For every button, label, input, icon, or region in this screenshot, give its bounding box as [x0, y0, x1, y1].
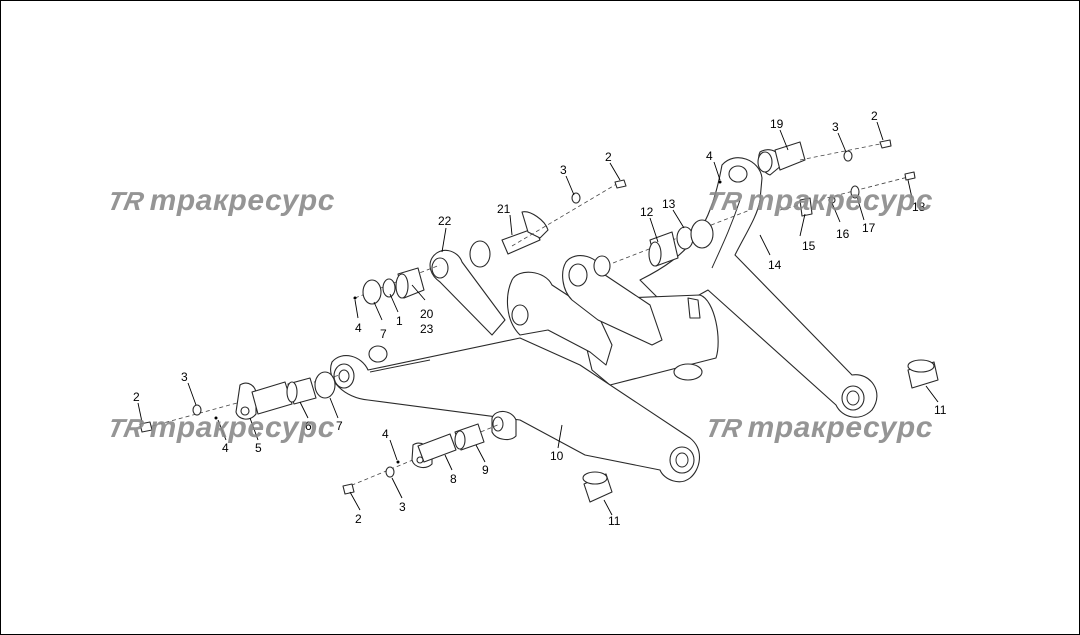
callout-4: 4 — [222, 441, 229, 455]
callout-4: 4 — [382, 427, 389, 441]
watermark: TR тракресурс — [702, 184, 933, 218]
watermark-logo: TR — [104, 412, 147, 443]
callout-20: 20 — [420, 307, 434, 321]
watermark-text: тракресурс — [149, 411, 335, 444]
lower-left-pin-group — [139, 371, 341, 433]
callout-2: 2 — [871, 109, 878, 123]
callout-3: 3 — [832, 120, 839, 134]
callout-16: 16 — [836, 227, 850, 241]
callout-6: 6 — [305, 419, 312, 433]
watermark: TR тракресурс — [702, 411, 933, 445]
watermark-logo: TR — [104, 185, 147, 216]
callout-17: 17 — [862, 221, 876, 235]
callout-11: 11 — [608, 514, 621, 528]
callout-15: 15 — [802, 239, 816, 253]
callout-2: 2 — [605, 150, 612, 164]
callout-4: 4 — [355, 321, 362, 335]
leader-lines — [137, 121, 939, 516]
upper-right-pin-group — [593, 139, 916, 277]
callout-2: 2 — [355, 512, 362, 526]
callout-12: 12 — [640, 205, 654, 219]
left-lift-arm — [330, 337, 700, 483]
callout-18: 18 — [912, 200, 926, 214]
callout-2: 2 — [133, 390, 140, 404]
callout-13: 13 — [662, 197, 676, 211]
watermark-text: тракресурс — [747, 411, 933, 444]
callout-labels: 2 3 2 3 19 4 18 17 16 15 14 13 12 21 22 … — [133, 109, 947, 528]
right-lift-arm — [639, 157, 878, 418]
callout-19: 19 — [770, 117, 784, 131]
callout-4: 4 — [706, 149, 713, 163]
callout-3: 3 — [181, 370, 188, 384]
callout-9: 9 — [482, 463, 489, 477]
watermark-text: тракресурс — [747, 184, 933, 217]
bushings-11 — [582, 359, 939, 503]
callout-22: 22 — [438, 214, 452, 228]
callout-5: 5 — [255, 441, 262, 455]
callout-3: 3 — [399, 500, 406, 514]
callout-21: 21 — [497, 202, 511, 216]
callout-8: 8 — [450, 472, 457, 486]
watermark-logo: TR — [702, 412, 745, 443]
callout-11: 11 — [934, 403, 947, 417]
callout-7: 7 — [336, 419, 343, 433]
callout-14: 14 — [768, 258, 782, 272]
lower-middle-pin-group — [342, 423, 501, 495]
watermark: TR тракресурс — [104, 411, 335, 445]
callout-7: 7 — [380, 327, 387, 341]
link-22 — [429, 249, 506, 336]
upper-pin-group — [353, 179, 627, 305]
callout-1: 1 — [396, 314, 403, 328]
callout-23: 23 — [420, 322, 434, 336]
watermark: TR тракресурс — [104, 184, 335, 218]
watermark-logo: TR — [702, 185, 745, 216]
callout-10: 10 — [550, 449, 564, 463]
center-brackets — [506, 255, 663, 366]
watermark-text: тракресурс — [149, 184, 335, 217]
callout-3: 3 — [560, 163, 567, 177]
